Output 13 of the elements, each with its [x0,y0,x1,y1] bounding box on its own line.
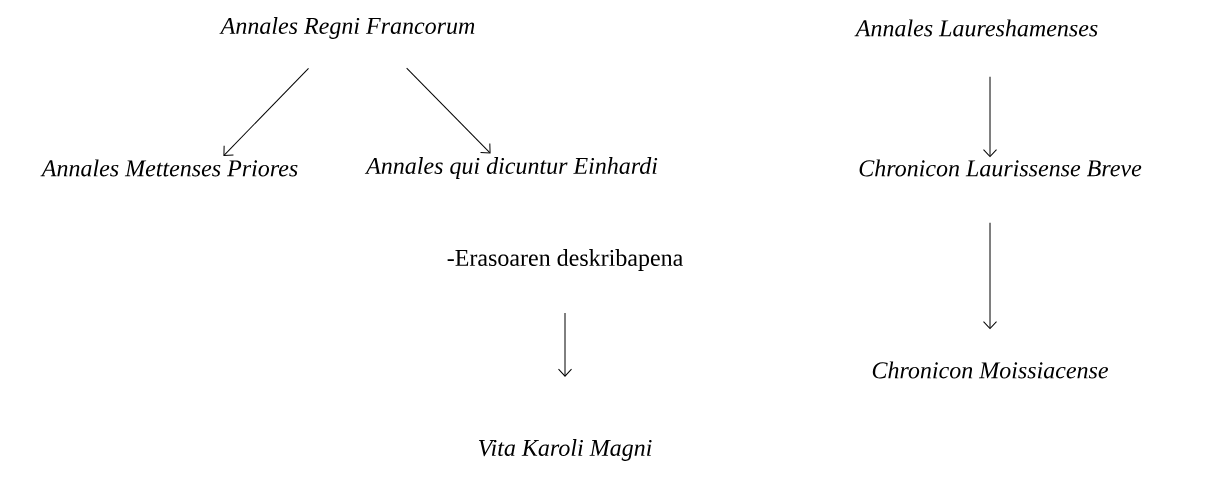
title-text: Chronicon Laurissense Breve [859,159,1142,177]
title-text: Annales Mettenses Priores [40,159,298,177]
title-text: Annales Laureshamenses [854,19,1098,37]
arrow [983,76,997,158]
title-text: -Erasoaren deskribapena [447,249,683,271]
title-text: Annales qui dicuntur Einhardi [364,157,658,179]
title-text: Chronicon Moissiacense [872,361,1108,379]
arrow [223,67,309,156]
arrow [558,312,572,377]
title-text: Vita Karoli Magni [478,439,652,461]
arrow [406,67,491,154]
arrow [983,222,997,330]
title-text: Annales Regni Francorum [219,17,475,39]
